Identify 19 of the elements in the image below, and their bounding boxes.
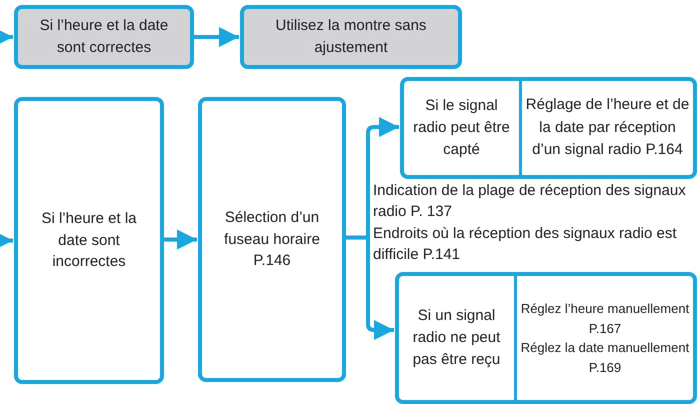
step-text: Si l’heure et la date sont incorrectes	[40, 208, 138, 272]
step-box	[198, 97, 346, 382]
action-text: Réglage de l’heure et de la date par réception d’un signal radio P.164	[524, 95, 690, 160]
step-text: Sélection d’un fuseau horaire P.146	[223, 208, 321, 272]
arrow	[164, 230, 197, 250]
condition-text: Si le signal radio peut être capté	[412, 96, 511, 160]
action-text: Réglez l’heure manuellement P.167	[520, 300, 690, 338]
step-box	[240, 5, 462, 69]
step-text: Utilisez la montre sans ajustement	[274, 16, 428, 58]
step-box	[14, 97, 164, 384]
step-text: Si l’heure et la date sont correctes	[38, 16, 170, 58]
action-text: Réglez la date manuellement P.169	[520, 339, 690, 376]
reference-note: Indication de la plage de réception des signaux radio P. 137	[373, 181, 687, 222]
step-box	[14, 5, 194, 69]
step-box	[395, 272, 697, 404]
reference-note: Endroits où la réception des signaux radio est difficile P.141	[373, 224, 678, 265]
step-box	[400, 77, 697, 179]
condition-text: Si un signal radio ne peut pas être reçu	[412, 306, 502, 370]
arrow	[194, 27, 239, 47]
